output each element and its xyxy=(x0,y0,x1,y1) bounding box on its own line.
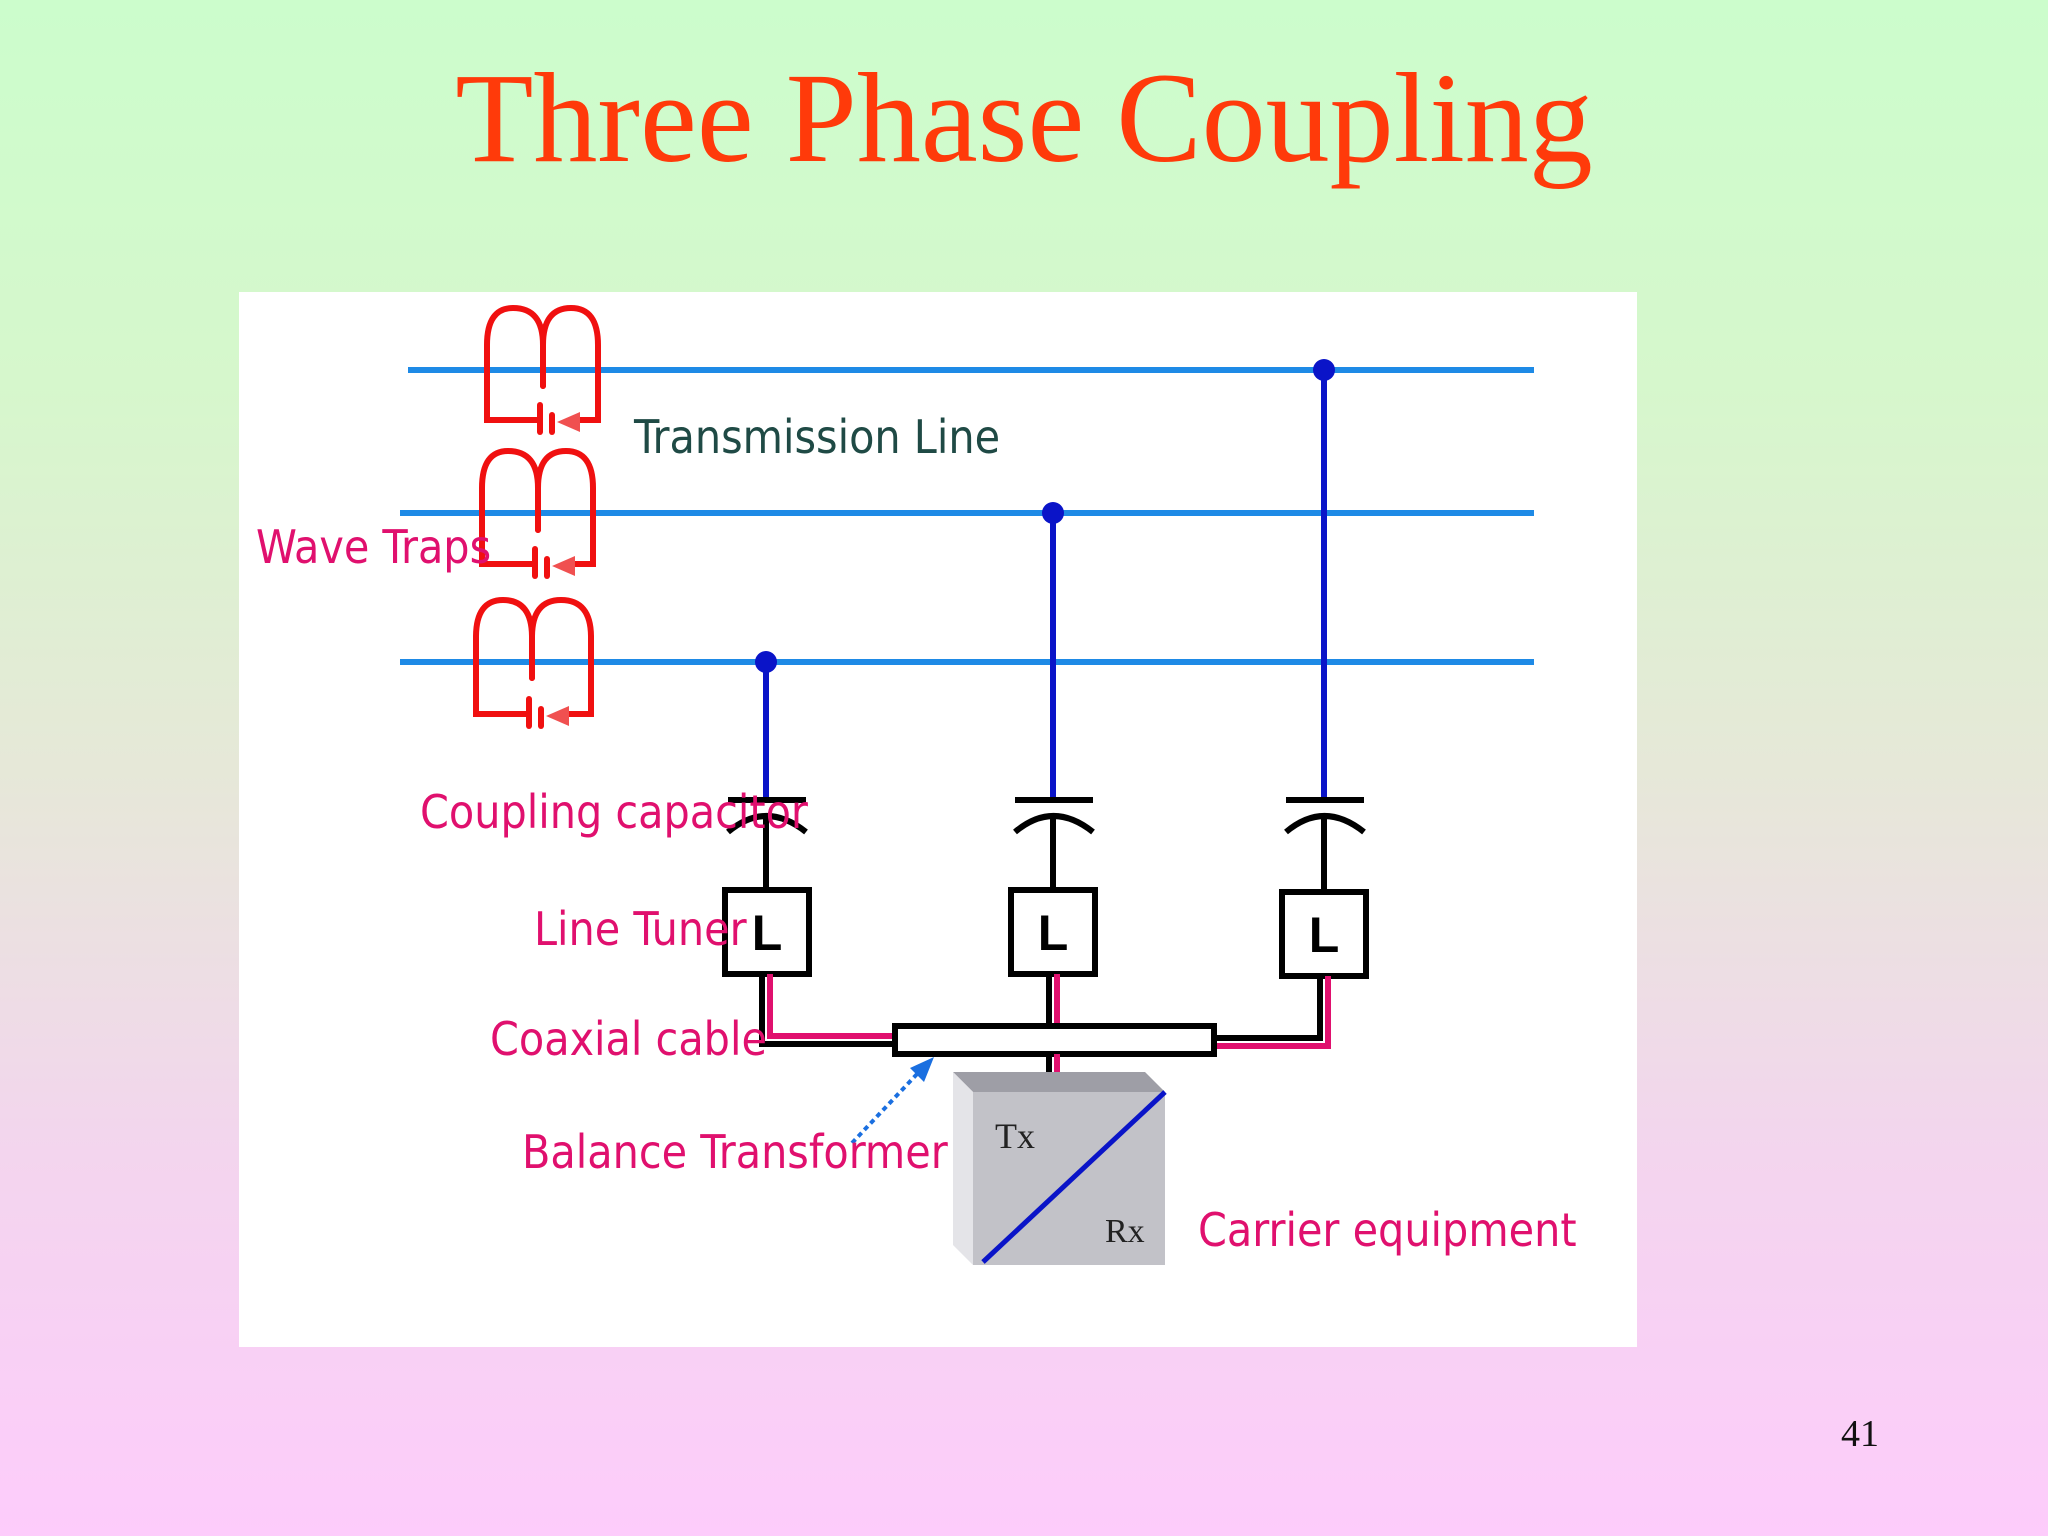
line-tuner-1: L xyxy=(722,887,812,977)
transmission-line-label: Transmission Line xyxy=(633,410,1000,464)
page-number: 41 xyxy=(1841,1413,1879,1455)
line-tuner-symbol: L xyxy=(1038,905,1069,961)
line-tuner-label: Line Tuner xyxy=(534,902,748,956)
coupling-capacitor-label: Coupling capacitor xyxy=(420,785,809,839)
rx-label: Rx xyxy=(1105,1213,1145,1250)
drop-connections xyxy=(755,359,1335,800)
wave-traps-label: Wave Traps xyxy=(256,520,491,574)
balance-transformer xyxy=(892,1023,1217,1057)
carrier-equipment: Tx Rx xyxy=(953,1072,1167,1265)
line-tuner-2: L xyxy=(1008,887,1098,977)
line-tuner-symbol: L xyxy=(1309,907,1340,963)
coupling-capacitor-1 xyxy=(726,797,808,890)
coupling-capacitor-3 xyxy=(1284,797,1366,890)
coax-cable-1 xyxy=(767,974,895,1039)
coaxial-cable-label: Coaxial cable xyxy=(490,1012,767,1066)
junction-dot-3 xyxy=(1313,359,1335,381)
line-tuner-symbol: L xyxy=(752,905,783,961)
wave-trap-2 xyxy=(479,447,596,579)
coupling-capacitor-2 xyxy=(1013,797,1095,890)
balance-transformer-label: Balance Transformer xyxy=(522,1125,949,1179)
balance-transformer-arrow xyxy=(850,1057,934,1145)
diagram-panel xyxy=(239,292,1637,1347)
wave-trap-3 xyxy=(473,596,594,729)
line-tuner-3: L xyxy=(1279,889,1369,979)
tx-label: Tx xyxy=(995,1116,1035,1156)
carrier-equipment-label: Carrier equipment xyxy=(1198,1203,1577,1257)
wave-trap-1 xyxy=(484,304,601,435)
coax-cable-3 xyxy=(1214,976,1331,1049)
slide-title: Three Phase Coupling xyxy=(455,47,1593,189)
junction-dot-2 xyxy=(1042,502,1064,524)
junction-dot-1 xyxy=(755,651,777,673)
coaxial-cables xyxy=(759,974,1331,1049)
